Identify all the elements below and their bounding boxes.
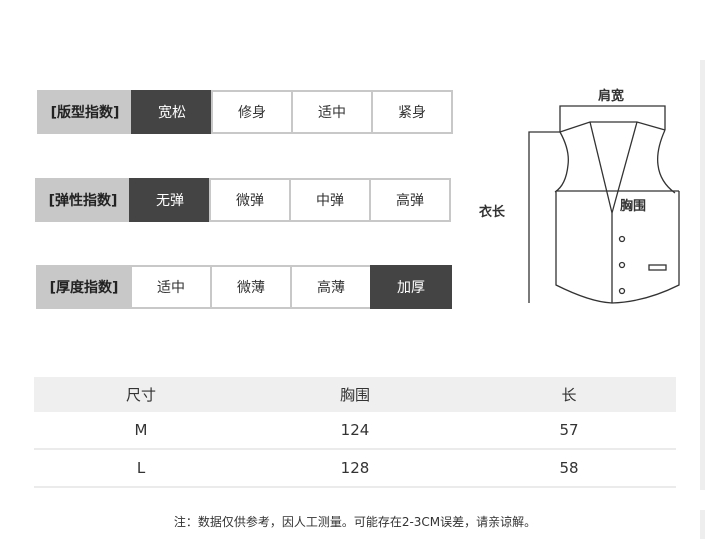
fit-option: 适中 — [291, 90, 373, 134]
elasticity-option: 无弹 — [129, 178, 211, 222]
length-cell: 58 — [559, 459, 579, 477]
header-chest: 胸围 — [339, 386, 370, 404]
table-row: M 124 57 — [34, 412, 676, 450]
length-label: 衣长 — [479, 205, 506, 220]
measurement-note: 注：数据仅供参考，因人工测量。可能存在2-3CM误差，请亲谅解。 — [173, 515, 537, 529]
header-length: 长 — [561, 386, 577, 404]
shoulder-measure-line — [559, 105, 666, 132]
size-table: 尺寸 胸围 长 M 124 57 L 128 58 — [34, 377, 676, 488]
elasticity-option: 微弹 — [209, 178, 291, 222]
table-header: 尺寸 胸围 长 — [34, 377, 676, 412]
fit-option: 宽松 — [131, 90, 213, 134]
chest-cell: 128 — [340, 459, 370, 477]
thickness-option: 适中 — [130, 265, 212, 309]
length-cell: 57 — [559, 421, 579, 439]
vest-diagram — [528, 105, 680, 304]
fit-option: 紧身 — [371, 90, 453, 134]
fit-index-row: [版型指数] 宽松 修身 适中 紧身 — [37, 90, 453, 134]
fit-option: 修身 — [211, 90, 293, 134]
elasticity-index-label: [弹性指数] — [35, 178, 131, 222]
chest-cell: 124 — [340, 421, 370, 439]
thickness-option: 加厚 — [370, 265, 452, 309]
elasticity-index-row: [弹性指数] 无弹 微弹 中弹 高弹 — [35, 178, 451, 222]
fit-index-label: [版型指数] — [37, 90, 133, 134]
shoulder-label: 肩宽 — [598, 89, 625, 104]
length-measure-line — [528, 131, 560, 303]
elasticity-option: 高弹 — [369, 178, 451, 222]
elasticity-option: 中弹 — [289, 178, 371, 222]
size-cell: M — [134, 421, 148, 439]
table-row: L 128 58 — [34, 450, 676, 488]
size-cell: L — [136, 459, 146, 477]
scrollbar-strip — [700, 60, 705, 490]
header-size: 尺寸 — [125, 386, 156, 404]
thickness-option: 高薄 — [290, 265, 372, 309]
chest-label: 胸围 — [620, 199, 647, 214]
thickness-index-row: [厚度指数] 适中 微薄 高薄 加厚 — [36, 265, 452, 309]
thickness-index-label: [厚度指数] — [36, 265, 132, 309]
thickness-option: 微薄 — [210, 265, 292, 309]
scrollbar-strip — [700, 510, 705, 539]
